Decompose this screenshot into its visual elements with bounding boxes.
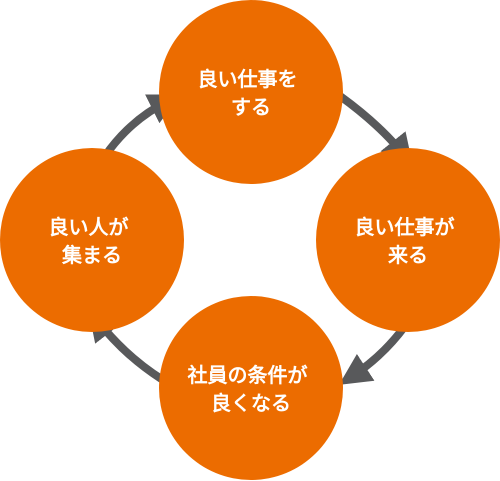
node-right-label: 良い仕事が 来る bbox=[355, 215, 462, 267]
node-bottom-circle bbox=[159, 296, 343, 480]
node-left: 良い人が 集まる bbox=[0, 148, 184, 332]
node-right: 良い仕事が 来る bbox=[316, 148, 500, 332]
node-left-line-1: 良い人が bbox=[49, 215, 129, 239]
arrow-top-to-right bbox=[337, 92, 413, 167]
node-left-line-2: 集まる bbox=[61, 243, 122, 267]
arrow-right-to-bottom bbox=[338, 323, 409, 385]
node-top-label: 良い仕事を する bbox=[198, 67, 305, 119]
node-right-line-1: 良い仕事が bbox=[355, 215, 455, 239]
node-top: 良い仕事を する bbox=[159, 0, 343, 184]
node-bottom-line-1: 社員の条件が bbox=[187, 363, 308, 387]
node-top-line-2: する bbox=[231, 95, 271, 119]
node-bottom-label: 社員の条件が 良くなる bbox=[187, 363, 315, 415]
node-bottom: 社員の条件が 良くなる bbox=[159, 296, 343, 480]
node-right-circle bbox=[316, 148, 500, 332]
arrow-left-to-top bbox=[101, 94, 181, 159]
node-left-circle bbox=[0, 148, 184, 332]
node-bottom-line-2: 良くなる bbox=[211, 391, 291, 415]
node-right-line-2: 来る bbox=[387, 243, 428, 267]
node-top-circle bbox=[159, 0, 343, 184]
node-top-line-1: 良い仕事を bbox=[198, 67, 298, 91]
node-left-label: 良い人が 集まる bbox=[49, 215, 136, 267]
